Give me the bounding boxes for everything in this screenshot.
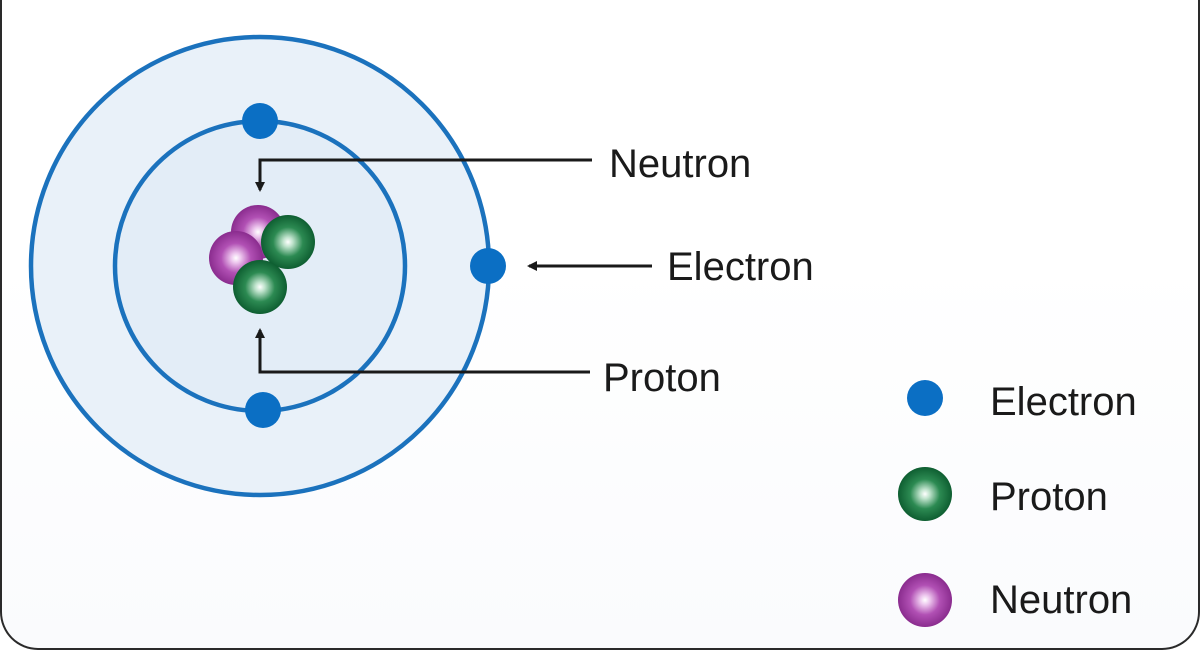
legend-proton-label: Proton [990, 475, 1108, 519]
callout-proton-label: Proton [603, 356, 721, 400]
electron-inner-bottom [245, 392, 281, 428]
legend-neutron-label: Neutron [990, 578, 1133, 622]
legend-electron-label: Electron [990, 380, 1137, 424]
proton-callout-arrow [255, 328, 590, 374]
legend-proton-icon [898, 467, 952, 521]
callout-neutron-label: Neutron [609, 142, 752, 186]
nucleus-proton-bottom [233, 260, 287, 314]
electron-outer-right [470, 248, 506, 284]
nucleus-proton-right [261, 215, 315, 269]
legend-electron-icon [907, 380, 943, 416]
legend-neutron-icon [898, 573, 952, 627]
nucleus [209, 205, 315, 314]
callout-electron-label: Electron [667, 245, 814, 289]
neutron-callout-arrow [255, 158, 592, 192]
electron-inner-top [242, 103, 278, 139]
